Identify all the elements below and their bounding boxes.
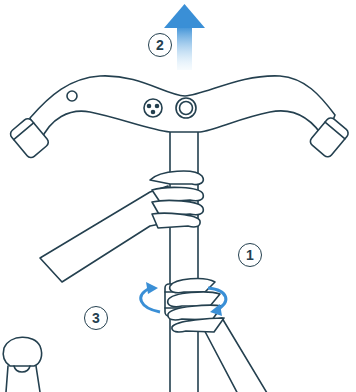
right-grip (308, 116, 350, 159)
bar-icon (67, 91, 77, 101)
stem-tube (170, 128, 198, 392)
upper-hand (40, 171, 203, 282)
button (176, 98, 196, 118)
connector-port (144, 99, 162, 117)
callout-number: 1 (238, 243, 262, 267)
rider-icon (3, 337, 41, 392)
lower-hand (168, 279, 270, 392)
rotate-arrows (141, 288, 226, 312)
handlebar (30, 76, 335, 142)
lift-arrow (164, 4, 205, 70)
callout-number: 3 (84, 306, 108, 330)
left-grip (9, 117, 51, 160)
callout-number: 2 (148, 33, 172, 57)
